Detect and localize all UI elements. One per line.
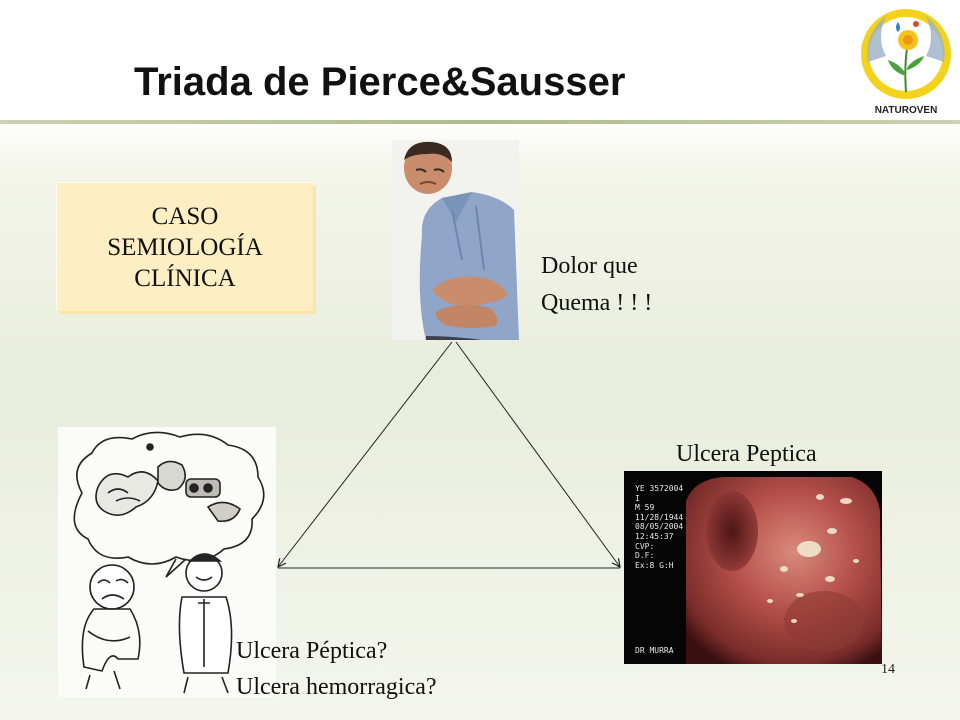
case-box-line: CASO [151,202,219,230]
patient-photo [392,140,519,340]
logo-label: NATUROVEN [874,105,938,116]
water-drop-icon [896,22,900,32]
endoscopy-meta-line: 11/28/1944 [635,512,684,522]
endoscopy-meta-line: Ex:8 G:H [635,560,674,570]
dandelion-icon [861,9,951,99]
endoscopy-meta-line: 12:45:37 [635,531,674,541]
patient-caption-line1: Dolor que [541,253,638,279]
title-band [0,0,960,120]
cartoon-caption-line1: Ulcera Péptica? [236,638,388,664]
patient-caption-line2: Quema ! ! ! [541,290,653,316]
endoscopy-meta-line: YE 3572004 [635,484,684,493]
case-box-line: CLÍNICA [134,264,236,292]
endoscopy-metadata: YE 3572004 I M 59 11/28/1944 08/05/2004 … [635,484,683,570]
slide-title: Triada de Pierce&Sausser [134,60,626,104]
endoscopy-doctor-label: DR MURRA [635,646,674,655]
doctor-patient-cartoon [58,427,276,697]
endoscopy-meta-line: 08/05/2004 [635,522,684,532]
case-box: CASO SEMIOLOGÍA CLÍNICA [57,183,313,311]
endoscopy-meta-line: M 59 [635,503,655,513]
page-number: 14 [881,662,895,677]
triangle-edge-left [278,341,453,567]
endoscopy-meta-line: CVP: [635,541,655,551]
case-box-line: SEMIOLOGÍA [107,233,263,261]
endoscopy-meta-line: I [635,493,640,503]
naturoven-logo: NATUROVEN [856,4,956,124]
endoscopy-image: YE 3572004 I M 59 11/28/1944 08/05/2004 … [624,471,882,664]
title-divider [0,120,960,124]
cartoon-caption-line2: Ulcera hemorragica? [236,674,437,700]
endoscopy-caption: Ulcera Peptica [676,441,817,467]
endoscopy-meta-line: D.F: [635,551,655,561]
triangle-edge-right [455,341,620,567]
